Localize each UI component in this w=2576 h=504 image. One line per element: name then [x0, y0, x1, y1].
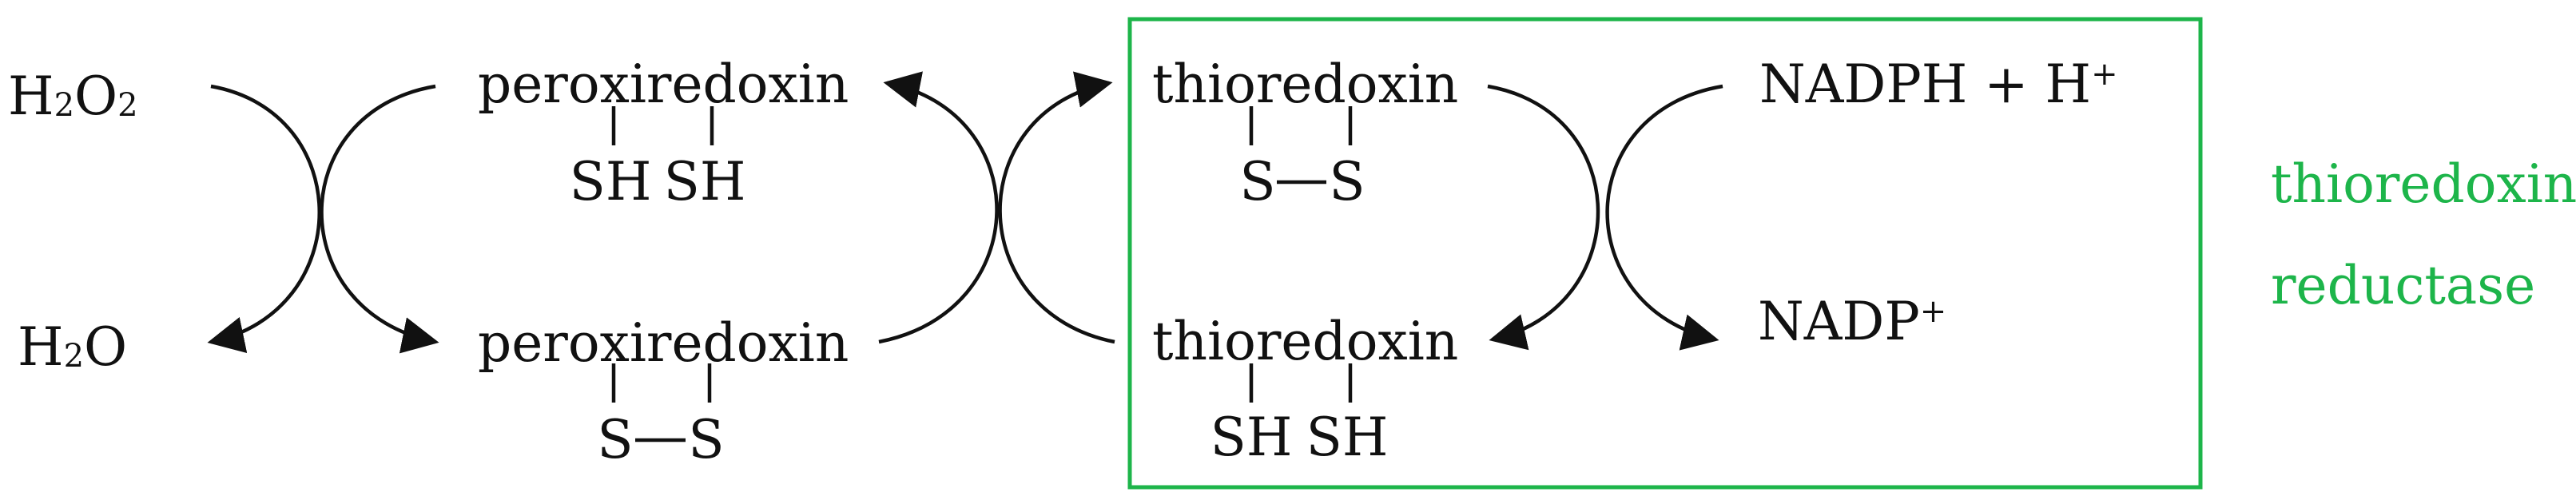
thioredoxin-oxidized-label: thioredoxin — [1152, 54, 1458, 115]
peroxiredoxin-oxidized-s-left: S — [597, 409, 633, 470]
arc-h2o2-to-h2o — [207, 84, 321, 353]
arc-thioredoxin-oxidized-to-reduced — [1487, 84, 1600, 351]
thioredoxin-reduced-label: thioredoxin — [1152, 311, 1458, 372]
peroxiredoxin-oxidized-s-right: S — [688, 409, 724, 470]
peroxiredoxin-oxidized-label: peroxiredoxin — [478, 312, 849, 374]
enzyme-label-line1: thioredoxin — [2271, 153, 2576, 215]
enzyme-label-line2: reductase — [2271, 255, 2535, 316]
thioredoxin-oxidized-s-right: S — [1329, 151, 1365, 212]
arc-thioredoxin-reduced-to-oxidized — [998, 71, 1115, 344]
enzyme-box — [1127, 17, 2203, 490]
thioredoxin-reduced-thiol-right: SH — [1306, 407, 1389, 468]
peroxiredoxin-reduced-thiol-left: SH — [570, 151, 652, 212]
h2o-label: H2O — [18, 316, 127, 378]
peroxiredoxin-reduced-label: peroxiredoxin — [478, 54, 849, 115]
arc-peroxiredoxin-oxidized-to-reduced — [878, 71, 999, 344]
arc-peroxiredoxin-reduced-to-oxidized — [320, 84, 439, 354]
thioredoxin-reduced-thiol-left: SH — [1210, 407, 1293, 468]
peroxiredoxin-reduced-thiol-right: SH — [664, 151, 746, 212]
h2o2-label: H2O2 — [8, 65, 138, 127]
arc-nadph-to-nadp — [1605, 84, 1723, 351]
thioredoxin-oxidized-s-left: S — [1239, 151, 1275, 212]
nadph-label: NADPH + H+ — [1759, 54, 2118, 115]
nadp-label: NADP+ — [1758, 291, 1946, 352]
